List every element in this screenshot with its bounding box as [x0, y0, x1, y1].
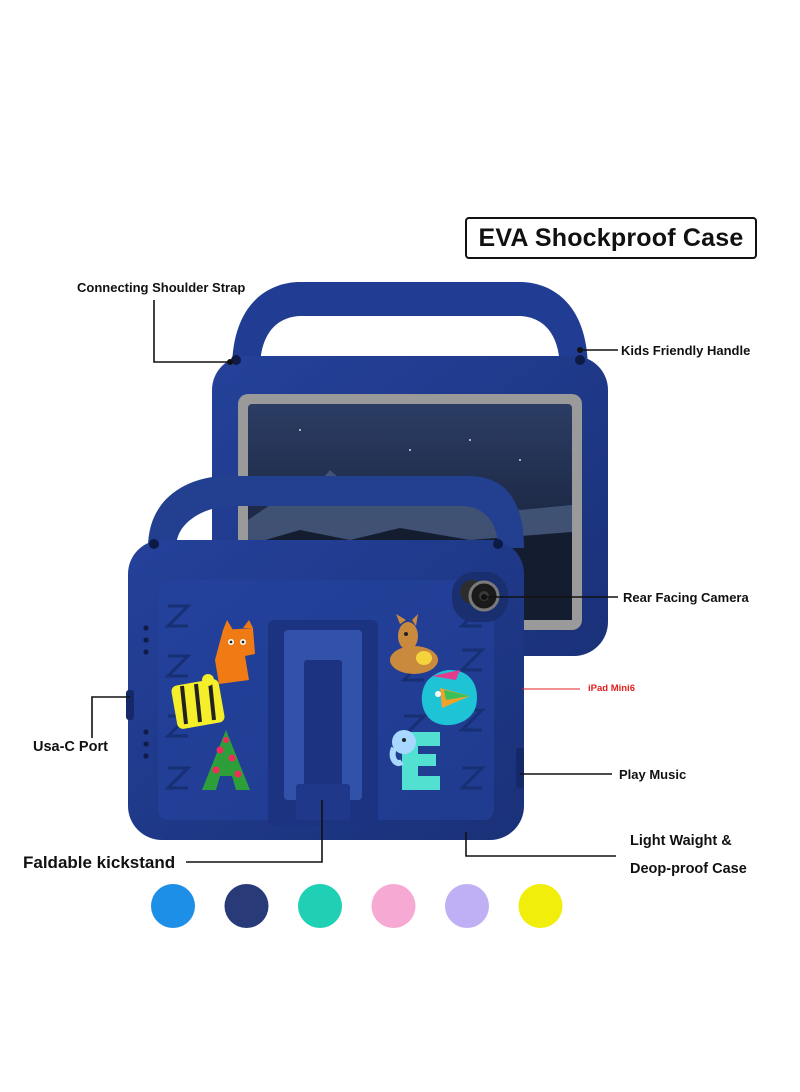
- strap-hole: [493, 539, 503, 549]
- color-swatch-sky-blue[interactable]: [151, 884, 195, 928]
- color-swatch-turquoise[interactable]: [298, 884, 342, 928]
- callout-usb-port: Usa-C Port: [33, 739, 108, 755]
- color-swatch-lavender[interactable]: [445, 884, 489, 928]
- kickstand-line: [186, 800, 323, 863]
- callout-model: iPad Mini6: [588, 683, 635, 694]
- callout-shoulder-strap: Connecting Shoulder Strap: [77, 280, 246, 295]
- front-handle: [148, 476, 524, 548]
- back-handle: [232, 282, 588, 370]
- callout-play-music: Play Music: [619, 767, 687, 782]
- strap-hole: [149, 539, 159, 549]
- sticker-parrot: [421, 670, 477, 726]
- callout-camera: Rear Facing Camera: [623, 590, 749, 605]
- usb-port-line: [91, 696, 130, 738]
- sticker-tiger: [215, 620, 255, 684]
- shoulder-strap-line: [153, 300, 230, 363]
- callout-light-weight-1: Light Waight &: [630, 833, 732, 849]
- color-swatch-navy[interactable]: [224, 884, 269, 928]
- color-swatch-yellow[interactable]: [518, 884, 563, 928]
- strap-hole: [575, 355, 585, 365]
- color-swatches: [151, 884, 563, 928]
- callout-kickstand: Faldable kickstand: [23, 853, 176, 872]
- strap-hole: [231, 355, 241, 365]
- sticker-zebra: [171, 674, 225, 729]
- sticker-elephant: [389, 730, 440, 790]
- callout-lines: [91, 300, 618, 863]
- sticker-kangaroo: [390, 614, 438, 674]
- product-title: EVA Shockproof Case: [465, 217, 757, 259]
- callout-light-weight-2: Deop-proof Case: [630, 861, 747, 877]
- callout-handle: Kids Friendly Handle: [621, 343, 751, 358]
- color-swatch-pink[interactable]: [371, 884, 416, 928]
- sticker-tree: [202, 730, 250, 790]
- light-weight-line: [465, 832, 616, 857]
- front-case-rear-view: [126, 476, 524, 840]
